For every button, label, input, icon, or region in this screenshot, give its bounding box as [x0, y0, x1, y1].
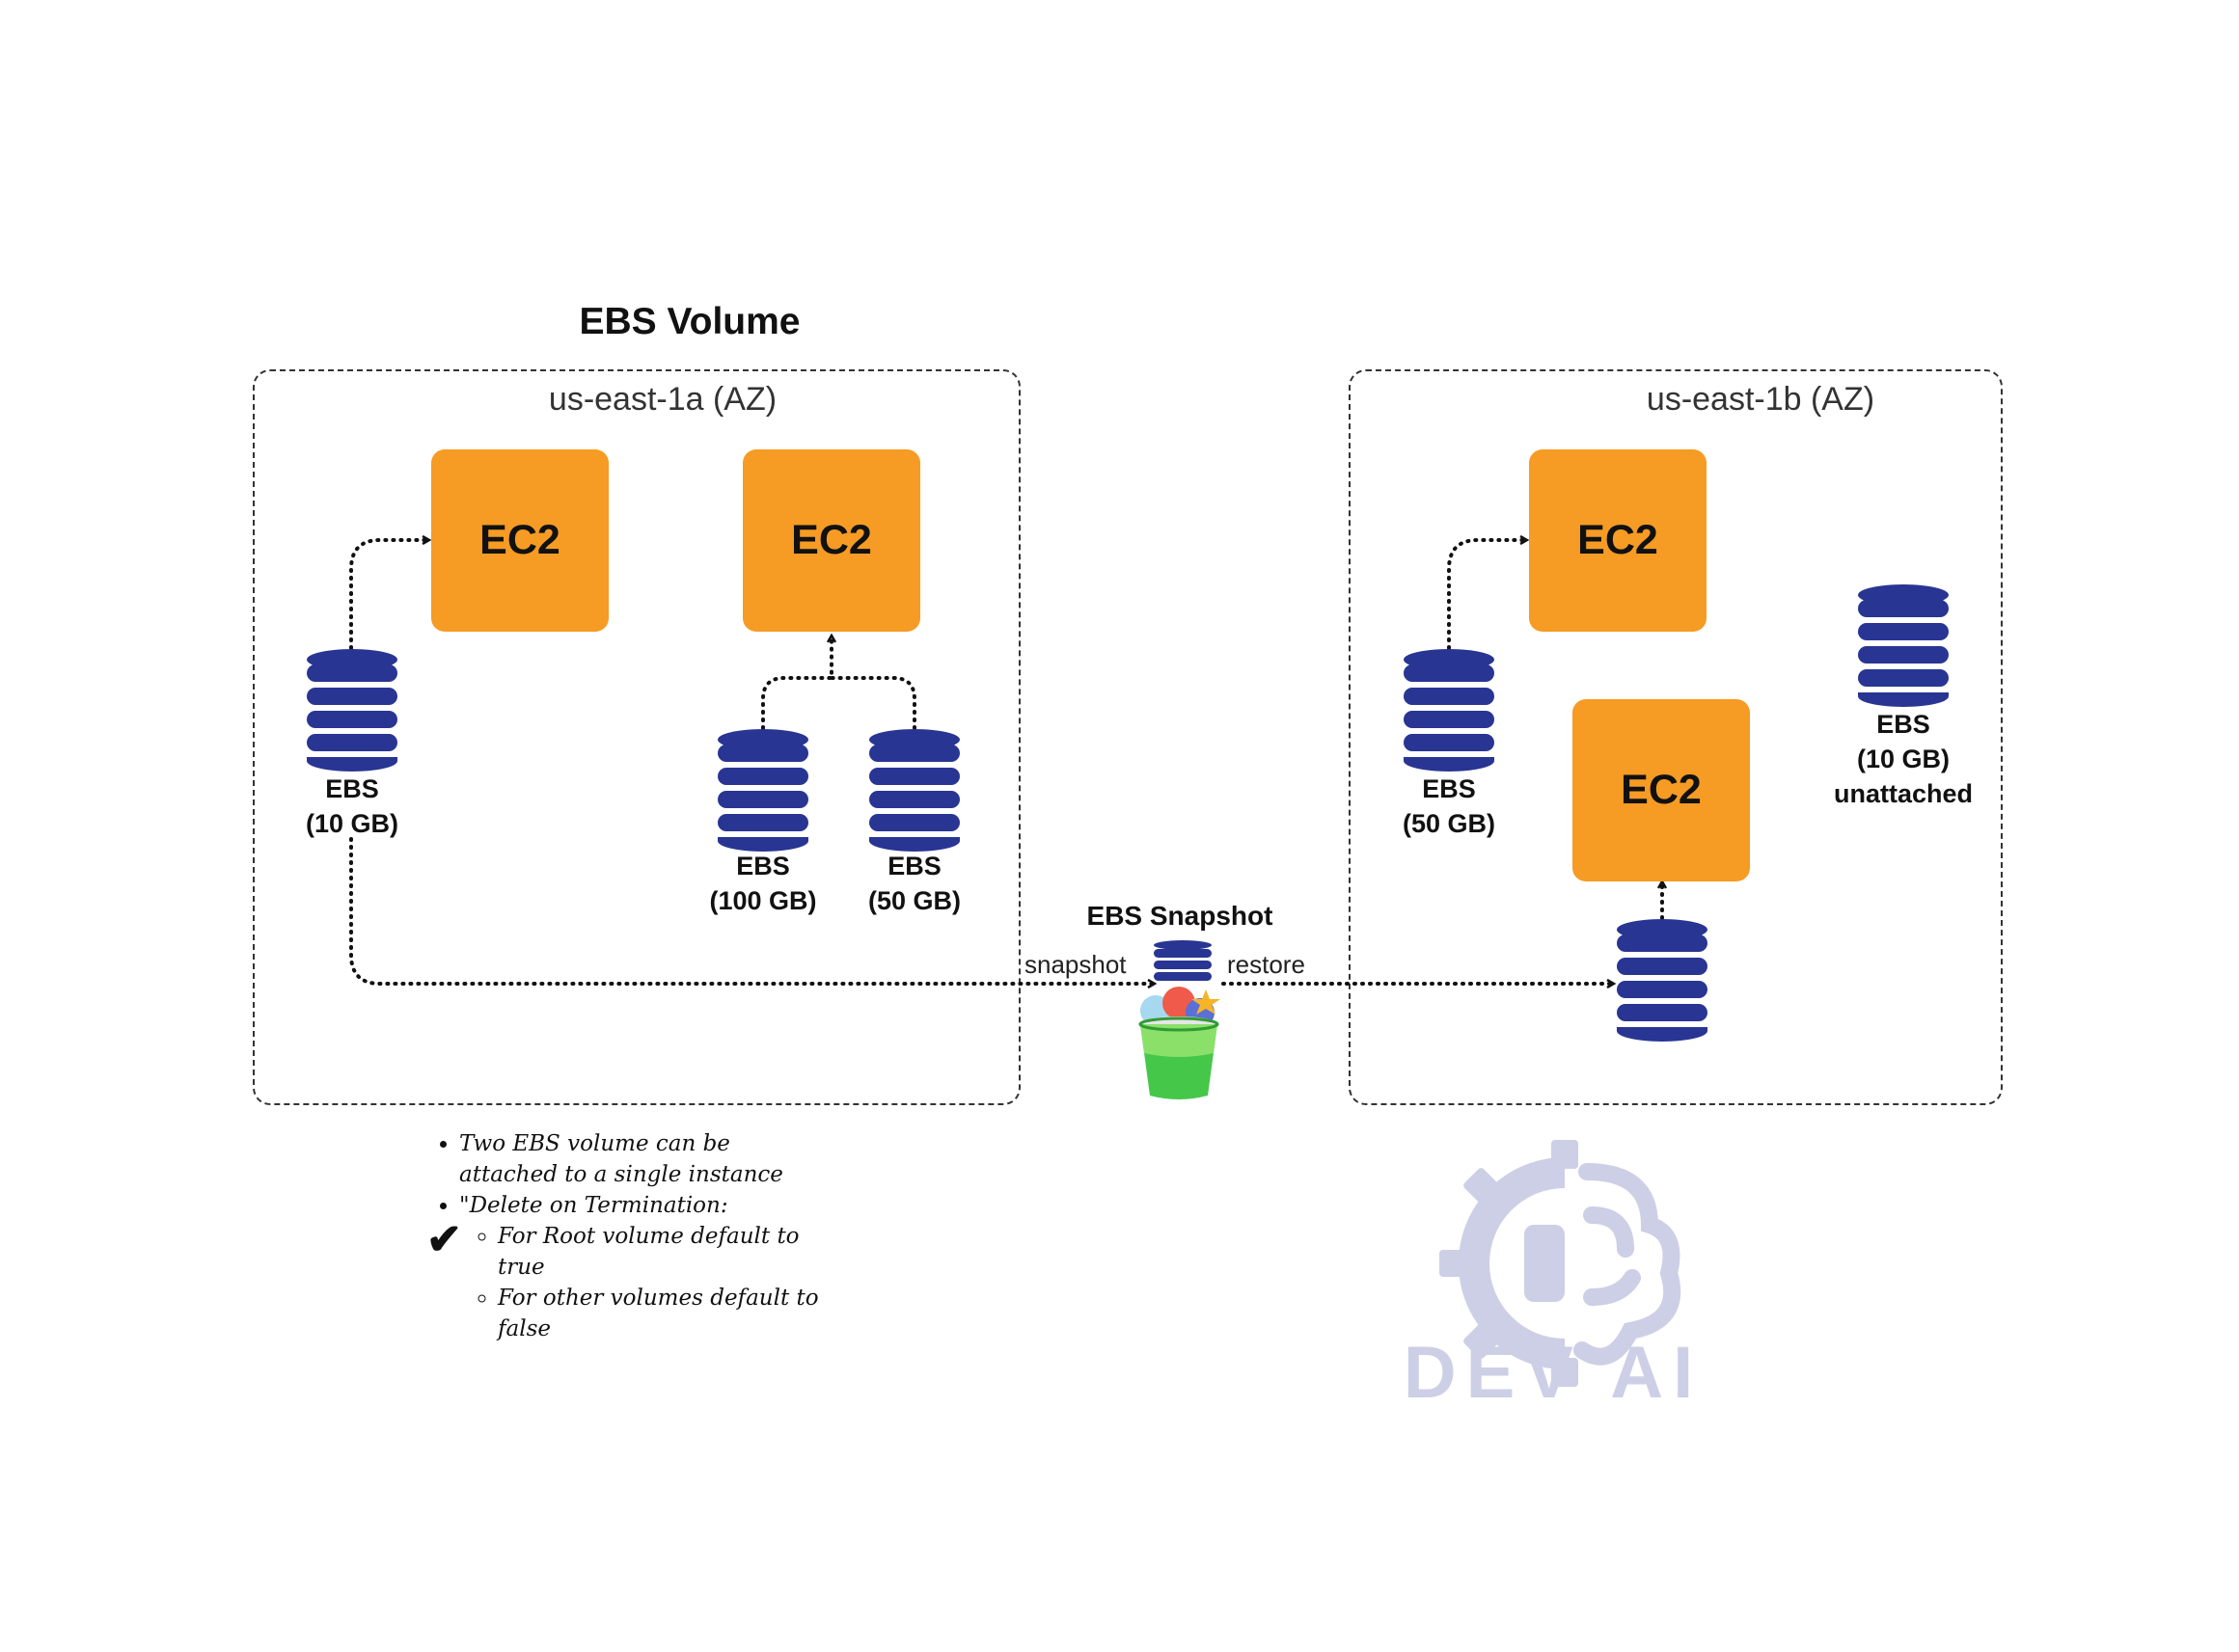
snapshot-edge-label: snapshot	[1024, 950, 1127, 979]
ec2-instance-a1: EC2	[431, 449, 609, 632]
volume-b-unattached-label: EBS (10 GB) unattached	[1807, 707, 2000, 811]
volume-size: (100 GB)	[709, 886, 817, 915]
attach-arrow-a1	[349, 540, 428, 650]
volume-size: (50 GB)	[1402, 809, 1496, 838]
volume-size: (10 GB)	[1856, 745, 1951, 773]
volume-status: unattached	[1833, 779, 1974, 808]
zone-us-east-1b-label: us-east-1b (AZ)	[1646, 381, 1875, 418]
diagram-title: EBS Volume	[579, 301, 801, 342]
gear-brain-icon	[1439, 1140, 1681, 1387]
ec2-instance-b2: EC2	[1572, 699, 1750, 881]
zone-us-east-1a-label: us-east-1a (AZ)	[548, 381, 778, 418]
ec2-instance-b1: EC2	[1529, 449, 1707, 632]
volume-b-50-label: EBS (50 GB)	[1352, 772, 1545, 841]
volume-type: EBS	[736, 852, 790, 880]
database-icon	[1154, 940, 1212, 981]
note-subitem: For Root volume default to true	[498, 1221, 833, 1283]
snapshot-arrow	[349, 837, 1154, 984]
zone-us-east-1a	[253, 369, 1021, 1105]
bucket-icon	[1138, 987, 1220, 1099]
volume-type: EBS	[1422, 774, 1476, 803]
database-icon	[869, 729, 960, 852]
database-icon	[1858, 584, 1949, 707]
attach-arrow-b1	[1447, 540, 1526, 650]
volume-a-root-label: EBS (10 GB)	[256, 772, 449, 841]
volume-a-50-label: EBS (50 GB)	[818, 849, 1011, 918]
database-icon	[1617, 919, 1707, 1042]
checkmark-icon: ✔	[426, 1216, 462, 1263]
logo-text: DEV AI	[1403, 1332, 1704, 1414]
note-item: Two EBS volume can be attached to a sing…	[459, 1128, 833, 1190]
attach-arrow-a2-right	[830, 676, 916, 730]
notes-list: Two EBS volume can be attached to a sing…	[428, 1128, 833, 1344]
note-subitem: For other volumes default to false	[498, 1283, 833, 1344]
ec2-instance-a2: EC2	[743, 449, 920, 632]
database-icon	[718, 729, 808, 852]
note-item: "Delete on Termination: For Root volume …	[459, 1190, 833, 1344]
restore-edge-label: restore	[1227, 950, 1305, 979]
database-icon	[1404, 649, 1494, 772]
snapshot-title: EBS Snapshot	[1086, 901, 1273, 931]
note-item-text: "Delete on Termination:	[459, 1193, 728, 1218]
volume-a-100-label: EBS (100 GB)	[667, 849, 860, 918]
attach-arrow-a2-left	[761, 636, 832, 730]
zone-us-east-1b	[1349, 369, 2003, 1105]
database-icon	[307, 649, 397, 772]
volume-type: EBS	[325, 774, 379, 803]
volume-type: EBS	[887, 852, 942, 880]
volume-size: (10 GB)	[305, 809, 399, 838]
volume-size: (50 GB)	[867, 886, 962, 915]
volume-type: EBS	[1876, 710, 1930, 739]
